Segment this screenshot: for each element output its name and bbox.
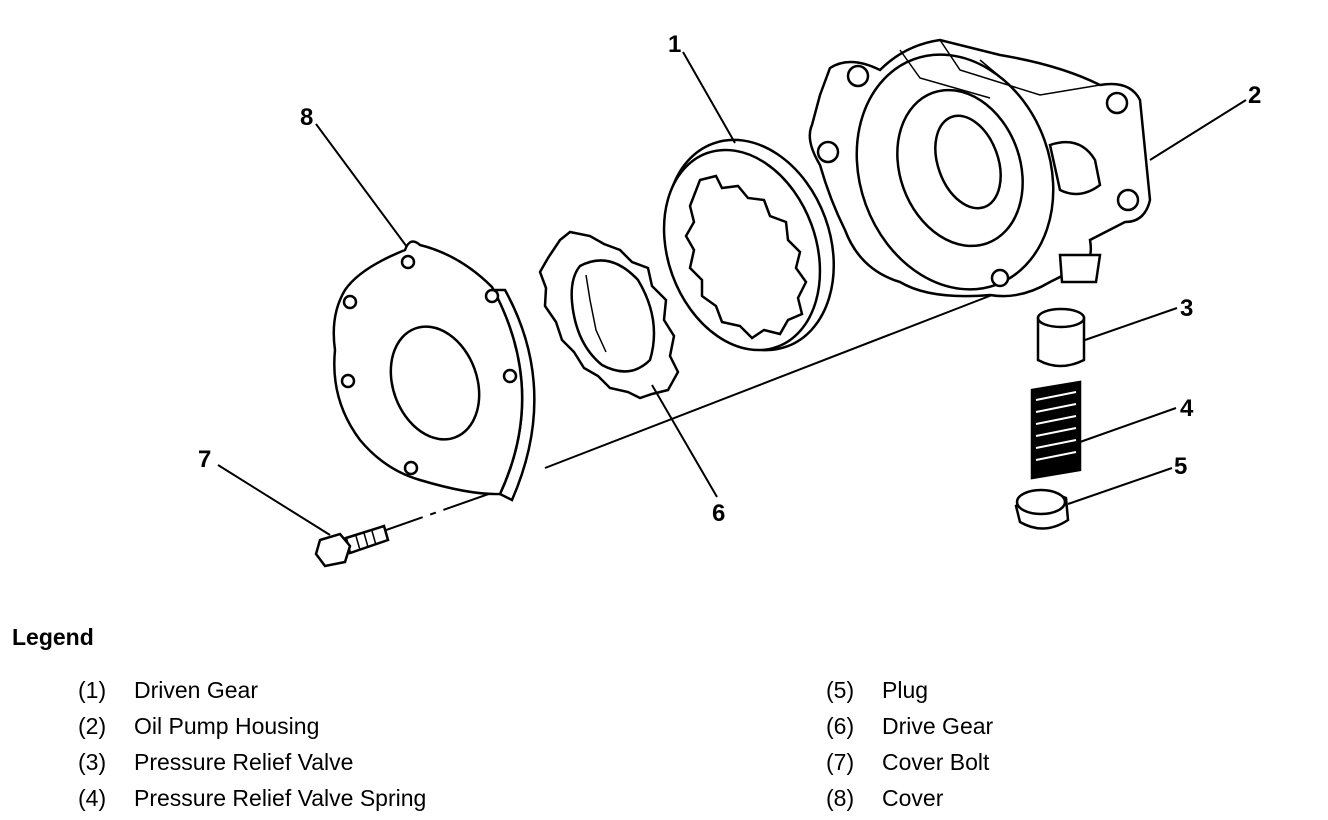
leader-4 (1079, 407, 1177, 443)
pressure-relief-valve-part (1036, 307, 1086, 368)
pressure-relief-valve-spring-part (1030, 380, 1082, 480)
assembly-centerline (371, 289, 1006, 536)
leader-3 (1084, 307, 1178, 341)
leader-2 (1149, 99, 1247, 161)
drive-gear-part (538, 230, 680, 400)
legend-number: (3) (78, 748, 107, 775)
legend-label: Drive Gear (882, 712, 994, 739)
legend-item: (6) Drive Gear (826, 708, 993, 744)
oil-pump-housing-part (808, 38, 1152, 298)
callout-1: 1 (668, 31, 681, 58)
legend-label: Cover (882, 784, 944, 811)
legend-left-column: (1) Driven Gear (2) Oil Pump Housing (3)… (78, 672, 426, 816)
callout-6: 6 (712, 500, 725, 527)
legend-label: Pressure Relief Valve Spring (134, 784, 427, 811)
leader-1 (682, 51, 736, 144)
legend-item: (3) Pressure Relief Valve (78, 744, 426, 780)
legend-label: Oil Pump Housing (134, 712, 320, 739)
legend-item: (1) Driven Gear (78, 672, 426, 708)
legend-label: Plug (882, 676, 929, 703)
legend-item: (8) Cover (826, 780, 993, 816)
legend-item: (5) Plug (826, 672, 993, 708)
legend-label: Pressure Relief Valve (134, 748, 354, 775)
leader-5 (1067, 467, 1173, 505)
legend-number: (6) (826, 712, 855, 739)
callout-3: 3 (1180, 295, 1193, 322)
legend-number: (4) (78, 784, 107, 811)
callout-8: 8 (300, 104, 313, 131)
cover-part (332, 240, 536, 502)
legend-right-column: (5) Plug (6) Drive Gear (7) Cover Bolt (… (826, 672, 993, 816)
leader-7 (217, 464, 331, 536)
callout-5: 5 (1174, 453, 1187, 480)
legend-item: (4) Pressure Relief Valve Spring (78, 780, 426, 816)
plug-part (1014, 488, 1070, 530)
callout-4: 4 (1180, 395, 1194, 422)
oil-pump-exploded-diagram: 1 2 3 4 5 6 7 8 (198, 31, 1261, 568)
legend-number: (7) (826, 748, 855, 775)
legend-item: (2) Oil Pump Housing (78, 708, 426, 744)
leader-8 (315, 123, 408, 248)
legend-title: Legend (12, 624, 94, 650)
cover-bolt-part (314, 524, 390, 568)
legend-label: Cover Bolt (882, 748, 990, 775)
legend-item: (7) Cover Bolt (826, 744, 993, 780)
legend-number: (8) (826, 784, 855, 811)
legend-number: (1) (78, 676, 107, 703)
leader-lines (217, 51, 1247, 536)
driven-gear-part (662, 138, 836, 352)
legend-number: (5) (826, 676, 855, 703)
callout-7: 7 (198, 446, 211, 473)
legend-label: Driven Gear (134, 676, 258, 703)
callout-2: 2 (1248, 82, 1261, 109)
legend-number: (2) (78, 712, 107, 739)
leader-6 (651, 384, 718, 498)
